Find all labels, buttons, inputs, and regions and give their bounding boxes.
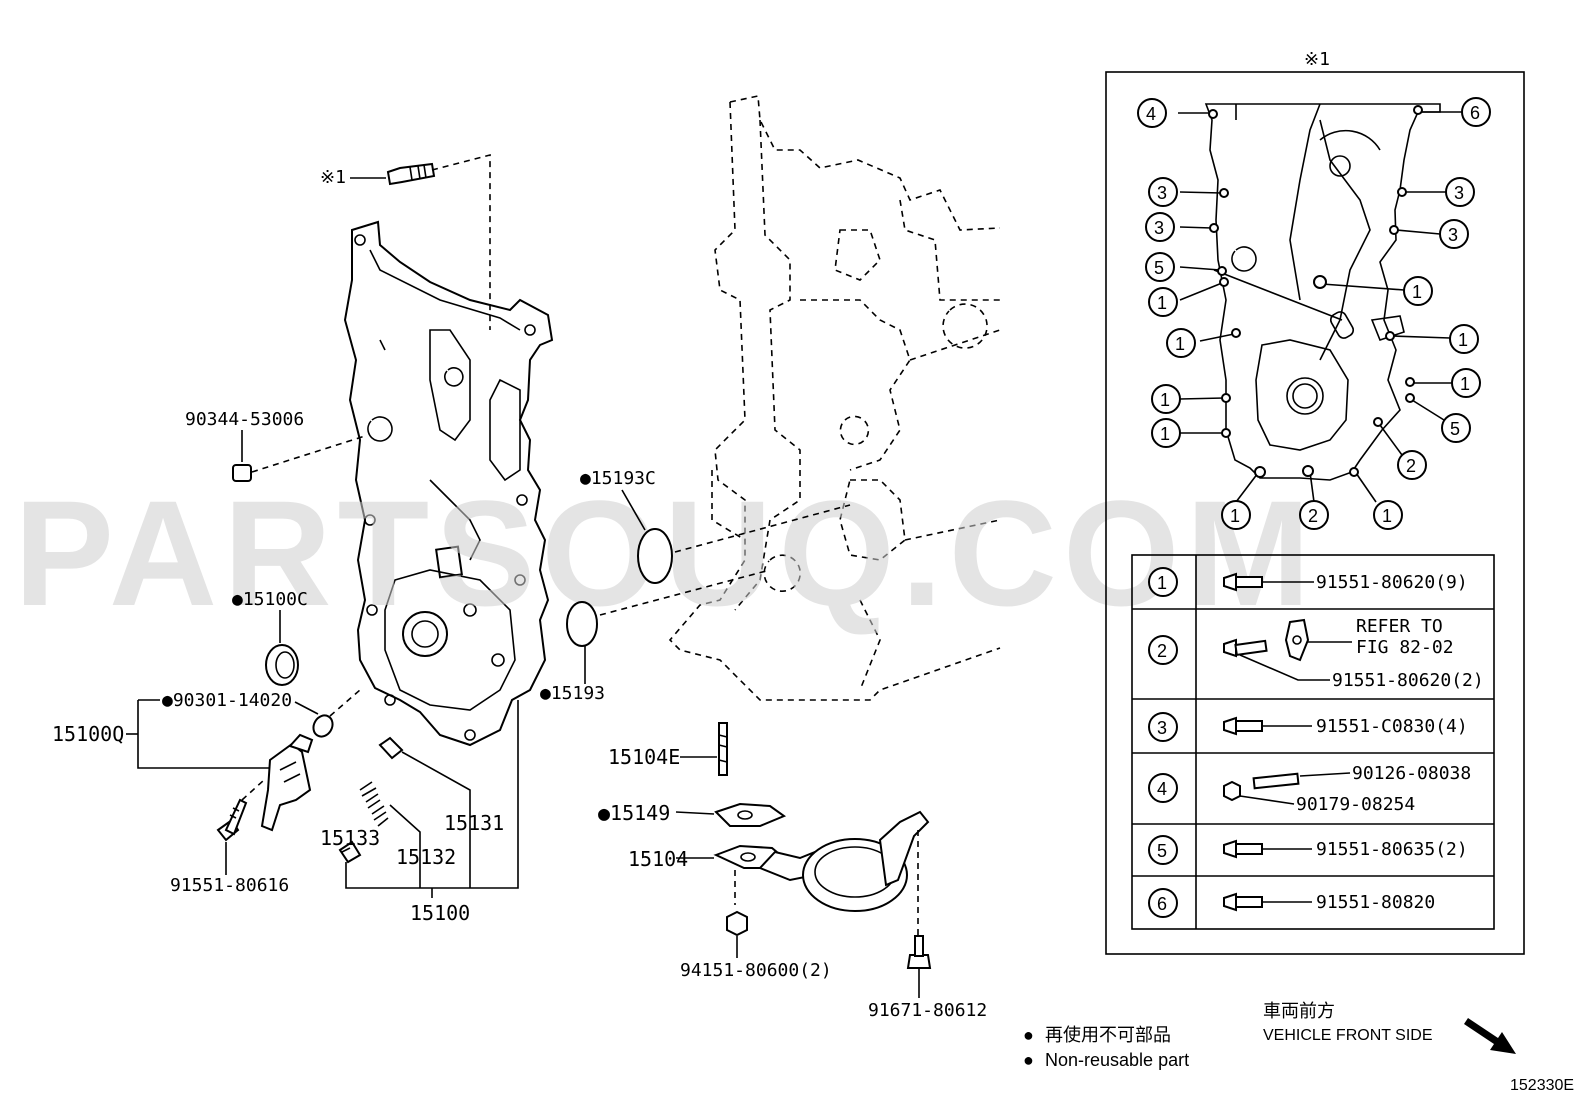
inset-bolt-callouts xyxy=(1178,105,1462,503)
marker-right-2: 3 xyxy=(1448,225,1458,245)
direction-label-en: VEHICLE FRONT SIDE xyxy=(1263,1027,1433,1044)
part-15100-label: 15100 xyxy=(410,901,470,925)
marker-right-7: 2 xyxy=(1406,456,1416,476)
marker-right-3: 1 xyxy=(1412,282,1422,302)
table-row: 1 91551-80620(9) xyxy=(1148,567,1468,597)
part-94151-label: 94151-80600(2) xyxy=(680,960,832,981)
relief-valve-plug-15133 xyxy=(338,840,362,864)
part-91551-80616-label: 91551-80616 xyxy=(170,875,289,896)
leader-15132 xyxy=(389,804,421,888)
table-part-6: 91551-80820 xyxy=(1316,892,1435,913)
bushing-90344 xyxy=(232,430,366,482)
part-15193-label: ●15193 xyxy=(540,683,605,704)
part-15133-label: 15133 xyxy=(320,826,380,850)
timing-chain-cover xyxy=(343,220,554,747)
table-key-6: 6 xyxy=(1157,894,1167,914)
relief-valve-15131 xyxy=(378,736,471,888)
inset-title: ※1 xyxy=(1304,49,1330,70)
table-part-2: 91551-80620(2) xyxy=(1332,670,1484,691)
marker-right-6: 5 xyxy=(1450,419,1460,439)
marker-right-0: 6 xyxy=(1470,103,1480,123)
bolt-91551-80616 xyxy=(216,779,265,875)
table-key-5: 5 xyxy=(1157,841,1167,861)
part-15193C-label: ●15193C xyxy=(580,468,656,489)
legend-non-reusable-en: Non-reusable part xyxy=(1045,1050,1189,1070)
table-row: 4 90126-08038 90179-08254 xyxy=(1148,763,1471,815)
marker-left-0: 4 xyxy=(1146,104,1156,124)
figure-code: 152330E xyxy=(1510,1077,1574,1094)
inset-number-markers: 4 3 3 5 1 1 1 1 6 3 3 1 1 1 xyxy=(1137,97,1491,530)
marker-left-7: 1 xyxy=(1160,424,1170,444)
part-15132-label: 15132 xyxy=(396,845,456,869)
table-part-3: 91551-C0830(4) xyxy=(1316,716,1468,737)
part-15104E-label: 15104E xyxy=(608,745,680,769)
direction-arrow-icon xyxy=(1464,1018,1516,1054)
stud-15104E xyxy=(680,722,728,776)
oil-seal-15100C xyxy=(265,610,299,686)
part-91671-label: 91671-80612 xyxy=(868,1000,987,1021)
marker-left-3: 5 xyxy=(1154,258,1164,278)
marker-left-1: 3 xyxy=(1157,183,1167,203)
part-15100C-label: ●15100C xyxy=(232,589,308,610)
o-ring-90301 xyxy=(294,689,361,738)
marker-bottom-0: 1 xyxy=(1230,506,1240,526)
table-key-1: 1 xyxy=(1157,573,1167,593)
table-note-2a: REFER TO xyxy=(1356,616,1443,637)
table-part-4a: 90126-08038 xyxy=(1352,763,1471,784)
marker-right-1: 3 xyxy=(1454,183,1464,203)
part-90344-label: 90344-53006 xyxy=(185,409,304,430)
part-15104-label: 15104 xyxy=(628,847,688,871)
engine-block-outline xyxy=(668,95,1001,701)
marker-left-2: 3 xyxy=(1154,218,1164,238)
marker-right-5: 1 xyxy=(1460,374,1470,394)
marker-right-4: 1 xyxy=(1458,330,1468,350)
table-row: 2 REFER TO FIG 82-02 91551-80620(2) xyxy=(1148,616,1484,691)
legend-dot-2: ● xyxy=(1023,1050,1034,1070)
table-part-4b: 90179-08254 xyxy=(1296,794,1415,815)
oil-control-valve xyxy=(260,733,314,832)
part-15131-label: 15131 xyxy=(444,811,504,835)
o-ring-15193 xyxy=(566,569,771,684)
marker-left-4: 1 xyxy=(1157,293,1167,313)
legend-non-reusable-jp: 再使用不可部品 xyxy=(1045,1025,1171,1046)
marker-bottom-2: 1 xyxy=(1382,506,1392,526)
table-row: 3 91551-C0830(4) xyxy=(1148,712,1468,742)
marker-bottom-1: 2 xyxy=(1308,506,1318,526)
nut-94151 xyxy=(726,910,748,958)
table-row: 6 91551-80820 xyxy=(1148,888,1435,918)
bolt-ref1 xyxy=(350,153,491,330)
direction-label-jp: 車両前方 xyxy=(1263,1001,1335,1022)
table-row: 5 91551-80635(2) xyxy=(1148,835,1468,865)
part-15149-label: ●15149 xyxy=(598,801,670,825)
relief-valve-spring-15132 xyxy=(359,781,389,827)
marker-left-5: 1 xyxy=(1175,334,1185,354)
table-key-3: 3 xyxy=(1157,718,1167,738)
table-key-4: 4 xyxy=(1157,779,1167,799)
o-ring-15193C xyxy=(621,489,851,584)
gasket-15149 xyxy=(675,802,787,827)
marker-left-6: 1 xyxy=(1160,390,1170,410)
part-15100Q-label: 15100Q xyxy=(52,722,124,746)
inset-panel: ※1 xyxy=(1105,49,1525,955)
bolt-91671 xyxy=(906,935,932,998)
table-part-5: 91551-80635(2) xyxy=(1316,839,1468,860)
ref-mark-label: ※1 xyxy=(320,167,346,188)
legend-dot-1: ● xyxy=(1023,1025,1034,1045)
table-part-1: 91551-80620(9) xyxy=(1316,572,1468,593)
table-note-2b: FIG 82-02 xyxy=(1356,637,1454,658)
table-key-2: 2 xyxy=(1157,641,1167,661)
oil-strainer-15104 xyxy=(676,810,930,935)
bracket-15100Q xyxy=(137,699,270,769)
inset-bolt-table: 1 91551-80620(9) 2 REFER TO FIG 82-02 91… xyxy=(1131,554,1495,930)
part-90301-label: ●90301-14020 xyxy=(162,690,292,711)
